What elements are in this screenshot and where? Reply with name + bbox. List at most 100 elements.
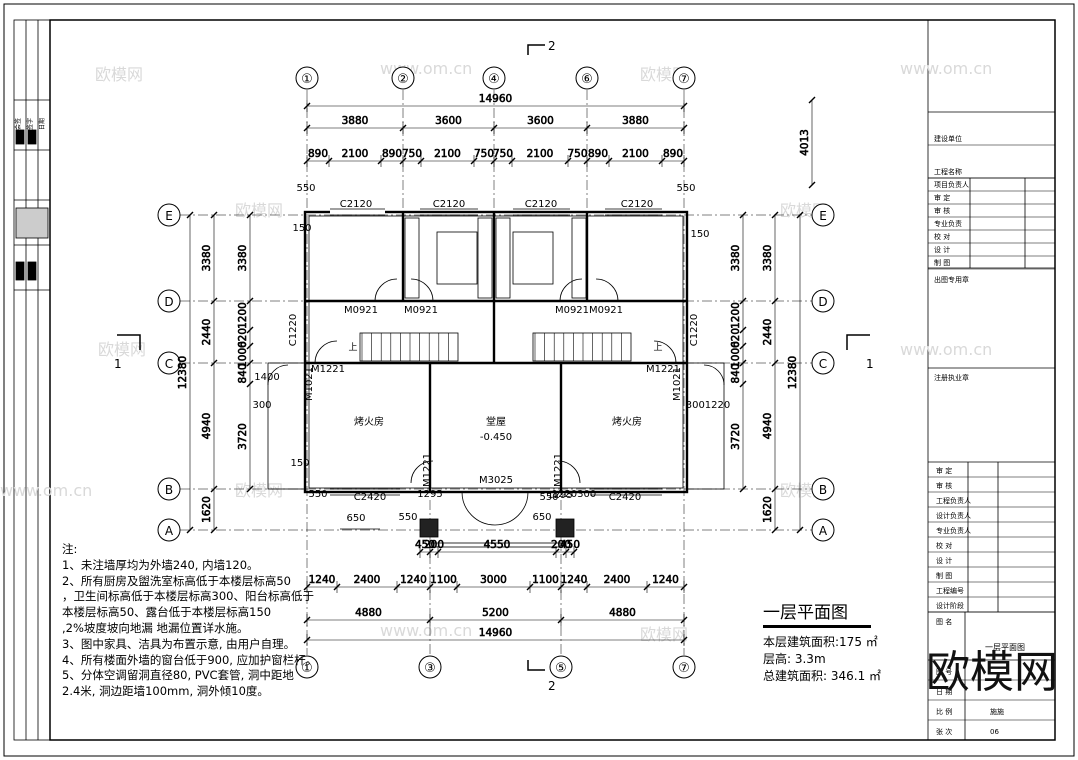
dimension-label: 4940	[762, 413, 774, 440]
dimension-tick	[739, 326, 747, 334]
title-block-label: 比 例	[936, 707, 952, 716]
dimension-tick	[771, 211, 779, 219]
note-line: ,2%坡度坡向地漏 地漏位置详水施。	[62, 620, 249, 635]
svg-text:www.om.cn: www.om.cn	[900, 59, 992, 78]
dimension-label: 150	[690, 229, 709, 240]
dimension-label: 3380	[237, 245, 249, 272]
title-block-label: 图 号	[936, 668, 952, 676]
note-line: 2、所有厨房及盥洗室标高低于本楼层标高50	[62, 573, 291, 588]
dimension-label: 3600	[527, 115, 554, 127]
title-block-label: 专业负责	[934, 219, 962, 228]
dimension-tick	[739, 380, 747, 388]
dimension-label: 550	[308, 489, 327, 500]
dimension-tick	[739, 297, 747, 305]
dimension-label: 3380	[762, 245, 774, 272]
axis-label: A	[165, 524, 174, 538]
dimension-tick	[210, 359, 218, 367]
axis-label: ⑦	[678, 661, 690, 676]
dimension-label: 550	[398, 512, 417, 523]
dimension-label: 2440	[762, 319, 774, 346]
dimension-label: 1620	[201, 496, 213, 523]
section-mark-left: 1	[114, 357, 122, 371]
dimension-label: 12380	[177, 356, 189, 389]
dimension-label: 3720	[237, 423, 249, 450]
total-area: 总建筑面积: 346.1 ㎡	[763, 669, 882, 683]
dimension-label: 1295	[417, 489, 442, 500]
note-line: 4、所有楼面外墙的窗台低于900, 应加护窗栏杆。	[62, 652, 318, 667]
axis-bubble	[157, 477, 181, 501]
dimension-label: 2400	[354, 574, 381, 586]
walls	[303, 210, 689, 494]
note-line: 5、分体空调留洞直径80, PVC套管, 洞中距地	[62, 668, 294, 683]
dimension-label: 1200	[237, 302, 249, 329]
stair-up-label: 上	[653, 342, 662, 353]
dimension-label: 2400	[604, 574, 631, 586]
dimension-label: 3380	[201, 245, 213, 272]
title-block-label: 校 对	[934, 232, 950, 241]
dimension-label: 750	[402, 148, 422, 160]
svg-text:欧模网: 欧模网	[640, 625, 688, 644]
dimension-label: 2440	[201, 319, 213, 346]
door-label: M0921	[344, 305, 378, 316]
dimension-tick	[771, 485, 779, 493]
door-label: M1221	[553, 453, 564, 487]
axis-bubble	[418, 655, 442, 679]
dimension-tick	[246, 297, 254, 305]
title-block-label: 审 定	[934, 193, 950, 202]
axis-label: ⑥	[581, 72, 593, 87]
title-block-label: 设计阶段	[936, 601, 964, 610]
svg-text:欧模网: 欧模网	[235, 201, 283, 220]
window-label: C2120	[525, 199, 557, 210]
room-label: 堂屋	[486, 416, 506, 428]
dimension-label: 890	[308, 148, 328, 160]
axis-label: ①	[301, 661, 313, 676]
dimension-tick	[771, 526, 779, 534]
note-line: ，卫生间标高低于本楼层标高300、阳台标高低于	[62, 589, 314, 604]
dimension-label: 4880	[609, 607, 636, 619]
plan-title: 一层平面图	[763, 598, 871, 628]
dimension-label: 14960	[479, 627, 512, 639]
dimension-label: 150	[290, 458, 309, 469]
axis-bubble	[672, 66, 696, 90]
dimension-tick	[246, 211, 254, 219]
axis-bubble	[549, 655, 573, 679]
axis-label: ④	[488, 72, 500, 87]
axis-label: B	[165, 483, 173, 497]
axis-label: ⑦	[678, 72, 690, 87]
axis-bubble	[811, 289, 835, 313]
svg-text:欧模网: 欧模网	[95, 65, 143, 84]
section-marks	[117, 44, 870, 671]
dimension-label: 550	[296, 183, 315, 194]
dimension-label: 1620	[762, 496, 774, 523]
axis-label: D	[818, 295, 827, 309]
window-label: C1220	[689, 314, 700, 346]
dimension-label: 1240	[561, 574, 588, 586]
section-mark-bottom: 2	[548, 679, 556, 693]
note-line: 1、未注墙厚均为外墙240, 内墙120。	[62, 557, 259, 572]
stair-left	[359, 332, 459, 362]
dimension-tick	[808, 181, 816, 189]
dimension-label: 3380	[730, 245, 742, 272]
dimension-label: 2100	[434, 148, 461, 160]
dimension-label: 4550	[484, 539, 511, 551]
drawing-name-label: 图 名	[936, 617, 952, 626]
axis-label: ②	[397, 72, 409, 87]
dimension-label: 2100	[622, 148, 649, 160]
dimension-label: 3880	[622, 115, 649, 127]
dimension-label: 1400	[254, 372, 279, 383]
door-label: M1021	[304, 367, 315, 401]
sign-strip-label: 签字	[26, 118, 34, 130]
svg-text:www.om.cn: www.om.cn	[0, 481, 92, 500]
title-block-label: 制 图	[936, 571, 952, 580]
dimension-tick	[796, 526, 804, 534]
left-sign-strip	[13, 19, 51, 741]
dimension-label: 1200	[730, 302, 742, 329]
title-block-label: 校 对	[936, 541, 952, 550]
dimension-label: 650	[532, 512, 551, 523]
dimension-label: 450	[560, 539, 580, 551]
dimension-label: 4880	[355, 607, 382, 619]
dimension-label: 1240	[309, 574, 336, 586]
brand-watermark: 欧模网	[926, 647, 1058, 698]
dimension-label: 1000	[730, 341, 742, 368]
dimension-tick	[739, 485, 747, 493]
